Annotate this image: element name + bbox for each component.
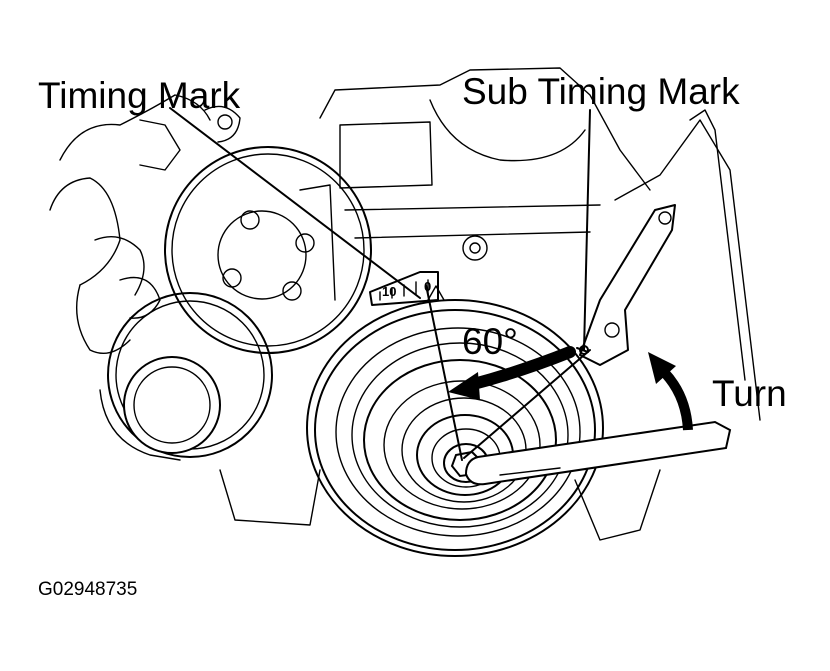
timing-reference-line <box>425 284 463 461</box>
curved-arrow-left-icon <box>448 346 576 400</box>
timing-mark-label: Timing Mark <box>38 75 241 116</box>
lower-left-pulley <box>99 292 273 461</box>
turn-label: Turn <box>712 373 787 414</box>
scale-10-label: 10 <box>382 284 396 299</box>
sub-timing-reference-line <box>463 349 591 459</box>
angle-label: 60° <box>462 321 518 362</box>
wrench-handle <box>464 420 732 486</box>
figure-code: G02948735 <box>38 579 137 600</box>
timing-mark-leader <box>169 107 421 299</box>
curved-arrow-up-icon <box>648 352 693 431</box>
bracket <box>579 204 676 366</box>
sub-timing-mark-label: Sub Timing Mark <box>462 71 740 112</box>
engine-block <box>49 67 761 541</box>
sub-timing-mark-leader <box>583 109 591 351</box>
leader-lines <box>169 107 591 461</box>
scale-0-label: 0 <box>424 279 431 294</box>
timing-scale: 10 0 <box>369 271 439 306</box>
